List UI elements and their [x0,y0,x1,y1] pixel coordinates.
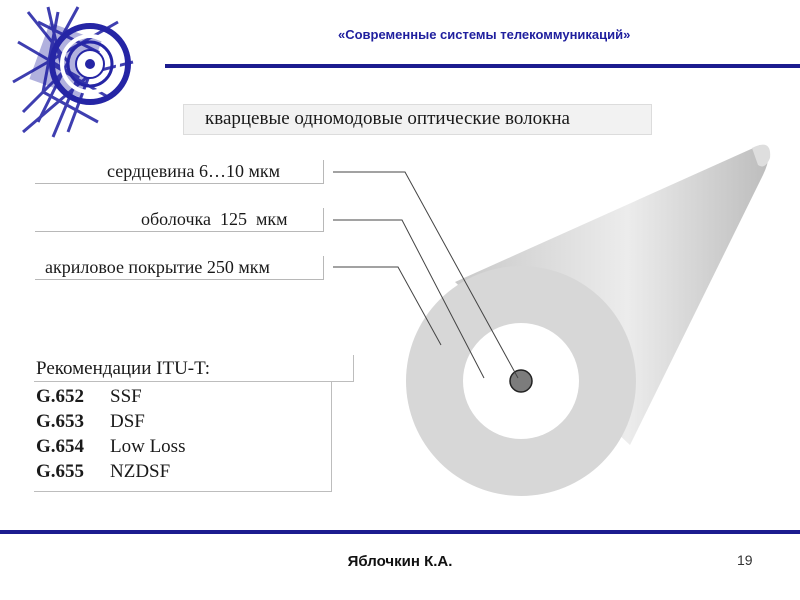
core-layer [509,369,533,393]
recommendation-name: SSF [110,386,142,407]
label-core: сердцевина 6…10 мкм [107,161,281,181]
recommendation-row: G.654 Low Loss [36,436,185,458]
header-rule [165,64,800,68]
recommendation-row: G.653 DSF [36,411,145,433]
label-box-cladding [35,208,324,232]
recommendations-list-box [34,382,332,492]
globe-logo-icon [12,6,134,138]
recommendation-code: G.655 [36,461,85,482]
recommendation-row: G.652 SSF [36,386,142,408]
label-cladding: оболочка 125 мкм [141,209,288,229]
footer-rule [0,530,800,534]
diagram-title: кварцевые одномодовые оптические волокна [205,108,570,129]
recommendation-name: NZDSF [110,461,171,482]
recommendation-code: G.653 [36,411,85,432]
fiber-jacket-cone [455,145,769,445]
recommendation-row: G.655 NZDSF [36,461,170,483]
recommendations-heading-box [34,355,354,382]
recommendation-code: G.654 [36,436,85,457]
recommendations-heading: Рекомендации ITU-T: [36,358,211,379]
label-box-coating [35,256,324,280]
page-number: 19 [737,552,753,568]
fiber-tip [752,144,771,167]
diagram-title-box [183,104,652,135]
leader-core [333,171,519,379]
recommendation-code: G.652 [36,386,85,407]
label-coating: акриловое покрытие 250 мкм [45,257,270,277]
presentation-title: «Современные системы телекоммуникаций» [338,27,631,42]
recommendation-name: Low Loss [110,436,186,457]
recommendation-name: DSF [110,411,145,432]
footer-author: Яблочкин К.А. [347,553,453,570]
leader-coating [333,266,442,346]
label-box-core [35,160,324,184]
leader-cladding [333,219,485,379]
